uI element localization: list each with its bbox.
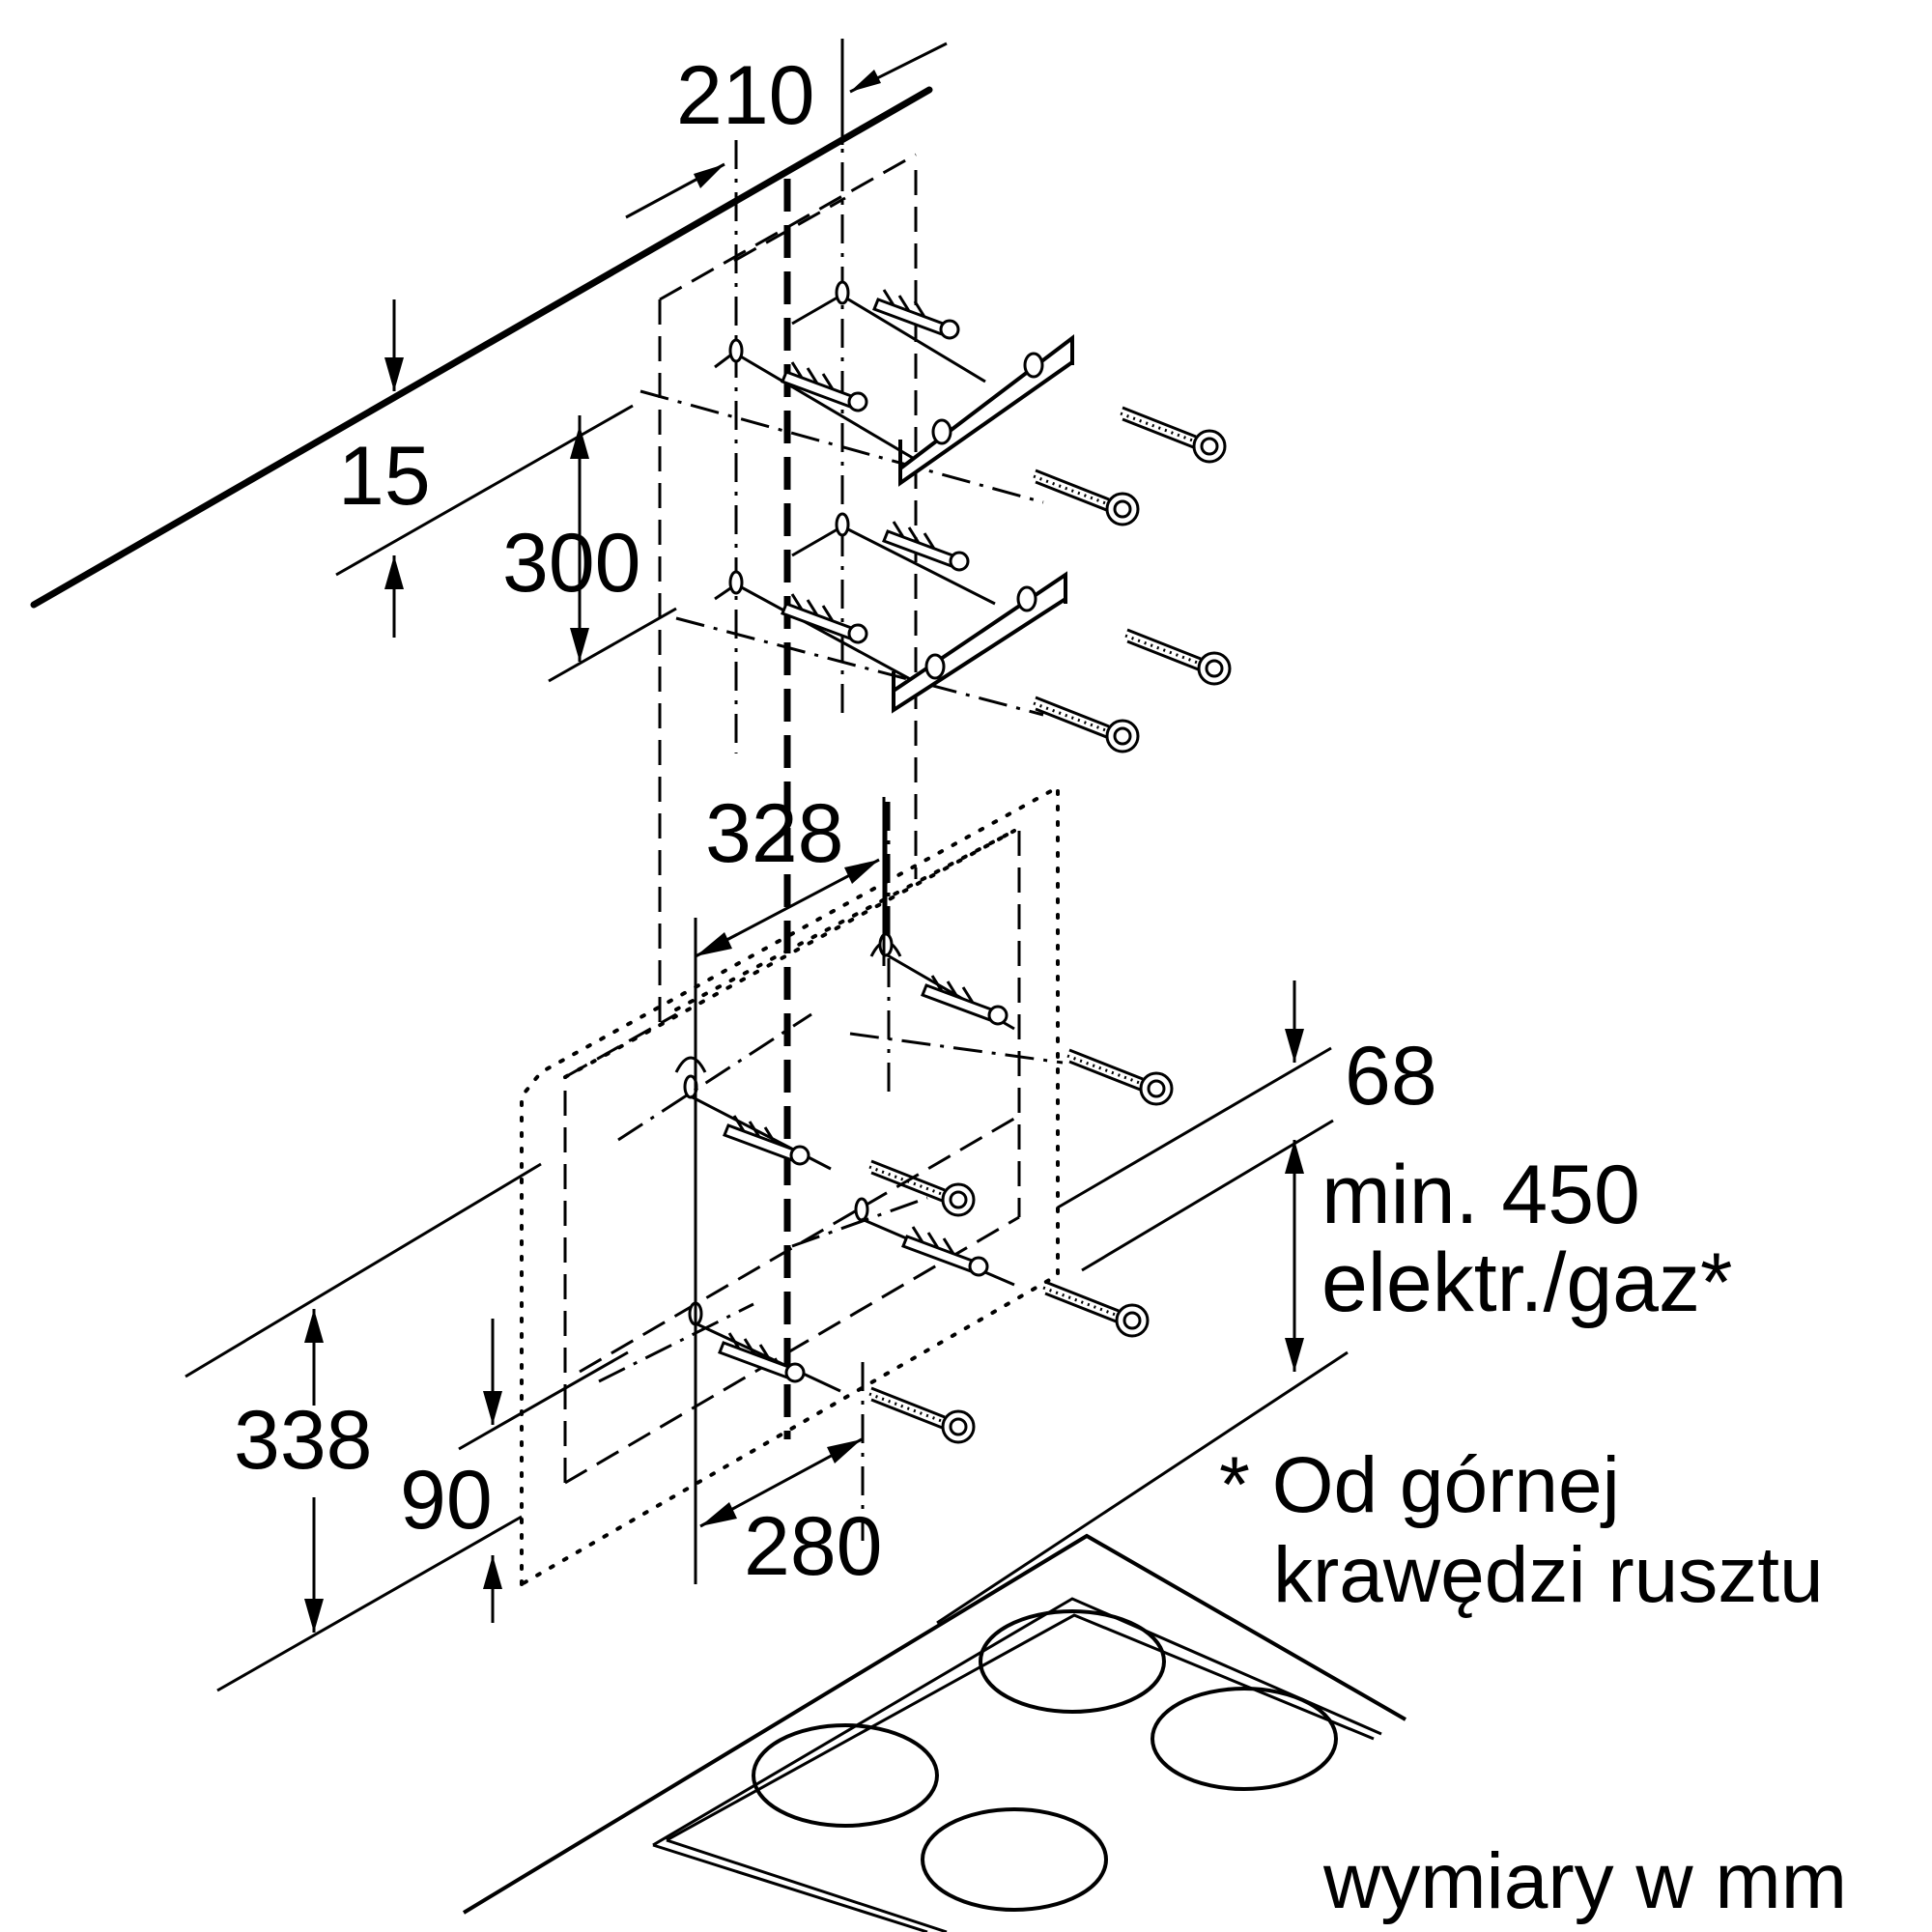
dim-15: 15 [338, 430, 431, 523]
dim-68: 68 [1345, 1030, 1437, 1122]
dim-300: 300 [502, 517, 641, 610]
footnote-line-1: * Od górnej [1219, 1441, 1620, 1529]
footnote-line-2: krawędzi rusztu [1273, 1531, 1824, 1619]
mounting-bracket-icon [892, 333, 1074, 714]
wall-plug-icon [781, 288, 970, 644]
lower-fixings [598, 932, 1174, 1444]
chimney-outline [658, 153, 1021, 1217]
dim-min-450-note: elektr./gaz* [1321, 1236, 1732, 1329]
dimension-lines [185, 42, 1349, 1692]
dim-328: 328 [705, 787, 844, 880]
dim-210: 210 [676, 49, 815, 142]
ceiling-line [30, 86, 933, 609]
dim-90: 90 [400, 1454, 493, 1547]
upper-rails [639, 293, 1044, 717]
dim-280: 280 [744, 1500, 883, 1593]
dim-338: 338 [234, 1394, 373, 1487]
dim-min-450: min. 450 [1321, 1149, 1640, 1241]
hood-outline [520, 783, 1060, 1586]
units-note: wymiary w mm [1322, 1837, 1847, 1925]
hob-icon [462, 1533, 1406, 1932]
